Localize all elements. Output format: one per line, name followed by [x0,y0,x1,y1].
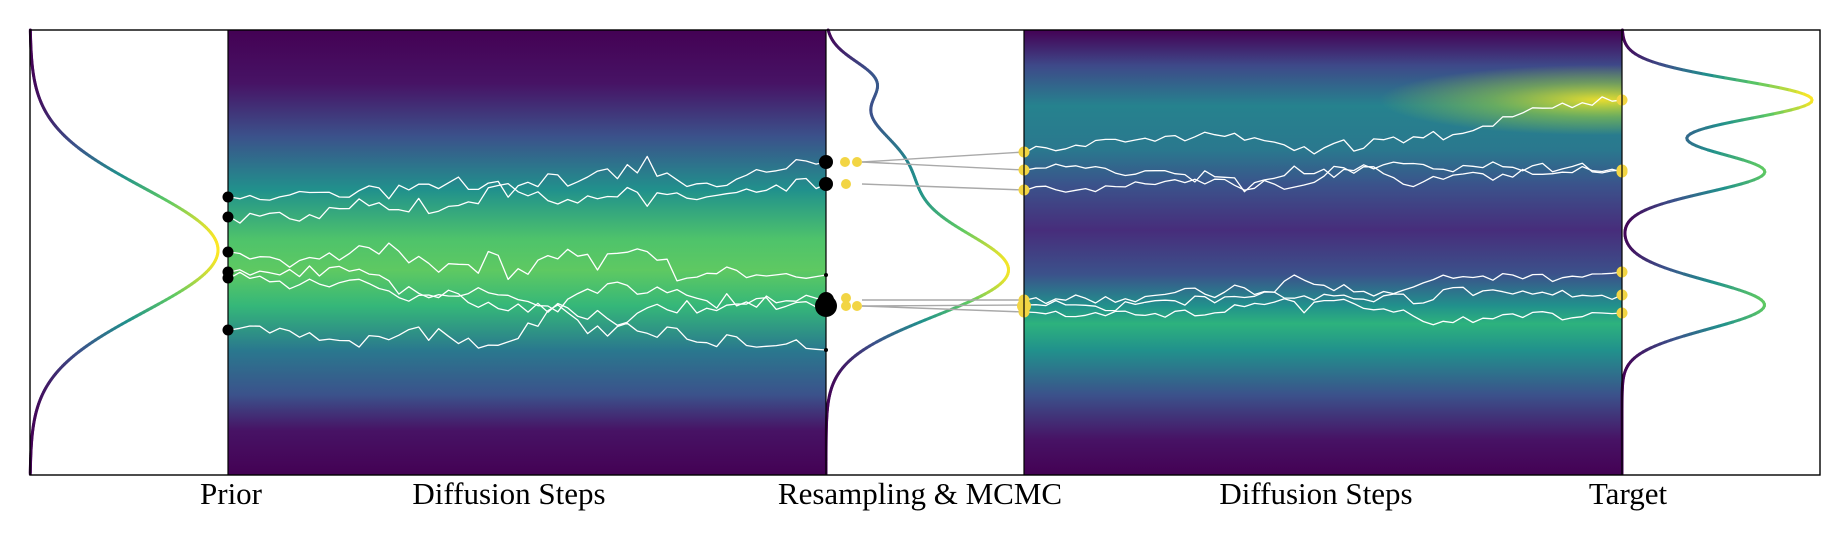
target-density-curve-segment [1779,86,1792,92]
diffusion-trajectory-stage1 [229,304,827,351]
resampled-particle [852,157,862,167]
target-density-curve [1620,28,1814,476]
diffusion-trajectory-stage1 [229,155,827,201]
target-density-curve-segment [1769,84,1783,90]
intermediate-density-curve [824,28,1011,476]
resampled-particle [840,157,850,167]
resample-link [861,151,1025,163]
diffusion-trajectory-stage1 [229,271,827,326]
target-density-curve-segment [1747,80,1762,86]
target-density-curve-segment [1771,110,1784,116]
diffusion-trajectory-stage1 [229,265,827,313]
target-density-curve-segment [1740,116,1754,122]
diffusion-trajectory-stage2 [1025,286,1623,312]
resampled-particle [841,179,851,189]
diffusion-trajectory-stage2 [1025,161,1623,193]
density-field-stage1 [228,30,826,475]
diffusion-trajectory-stage1 [229,242,827,282]
resample-link [861,183,1025,191]
target-density-curve-segment [1702,72,1716,78]
diffusion-trajectory-stage1 [229,177,827,224]
target-density-curve-segment [1750,114,1765,120]
target-density-curve-segment [1730,118,1744,124]
diffusion-trajectory-stage2 [1025,271,1623,305]
resample-link [861,305,1025,313]
target-density-curve-segment [1720,120,1734,126]
target-density-curve-segment [1761,112,1775,118]
diffusion-trajectory-stage2 [1025,298,1623,326]
plot-frame [29,29,1821,476]
resample-link [861,161,1025,171]
resampled-particle [841,301,851,311]
diffusion-trajectory-stage2 [1025,165,1623,193]
target-density-curve-segment [1673,66,1686,72]
resampled-particle [841,293,851,303]
diffusion-trajectory-stage2 [1025,96,1623,155]
density-mode-highlight [1024,30,1622,475]
target-density-curve-segment [1724,76,1739,82]
resample-link [861,304,1025,307]
target-density-curve-segment [1758,82,1773,88]
prior-density-curve [28,28,220,476]
target-density-curve-segment [1691,70,1706,76]
resampled-particle [852,301,862,311]
target-density-curve-segment [1735,78,1751,84]
target-density-curve-segment [1682,68,1695,74]
target-density-curve-segment [1712,74,1728,80]
